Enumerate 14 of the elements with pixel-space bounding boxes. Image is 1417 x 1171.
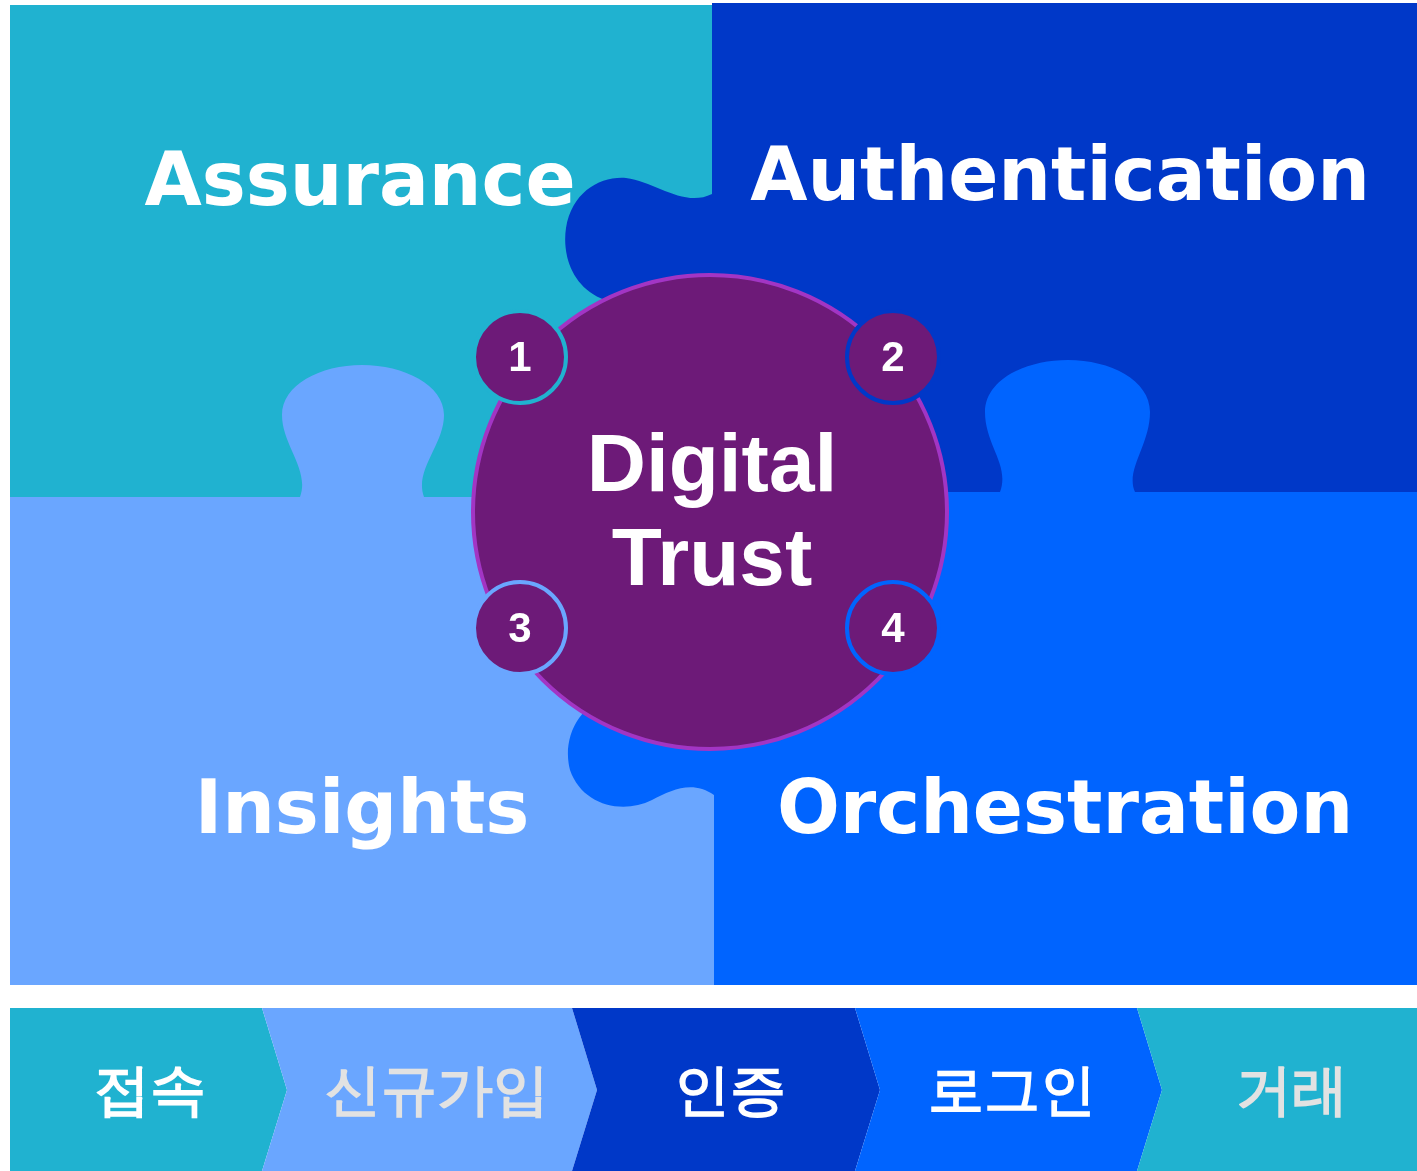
step-label: 접속 xyxy=(93,1057,207,1123)
center-title: Digital Trust xyxy=(585,415,839,604)
piece-title: Authentication xyxy=(749,132,1371,218)
badge-number: 3 xyxy=(507,603,533,653)
badge-number: 4 xyxy=(880,603,906,653)
step-label: 로그인 xyxy=(927,1057,1097,1123)
step-label: 신규가입 xyxy=(324,1057,550,1123)
step-label: 인증 xyxy=(673,1057,787,1123)
badge-number: 2 xyxy=(880,332,906,382)
piece-title: Assurance xyxy=(143,137,577,223)
step-label: 거래 xyxy=(1235,1057,1349,1123)
piece-title: Orchestration xyxy=(775,765,1355,851)
piece-title: Insights xyxy=(193,765,531,851)
badge-number: 1 xyxy=(507,332,533,382)
